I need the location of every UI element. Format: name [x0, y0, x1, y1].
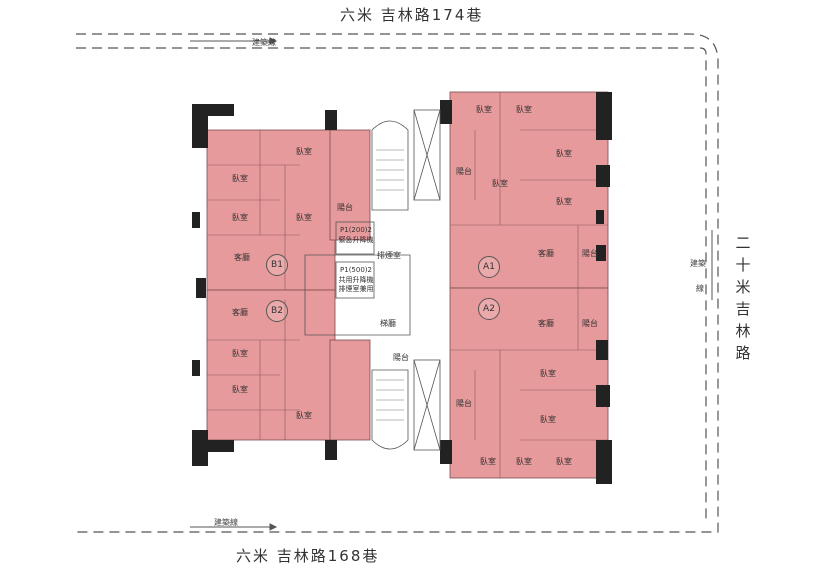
room-label: 臥室 — [556, 149, 572, 158]
setback-label-bottom: 建築線 — [214, 518, 238, 527]
unit-tag-a1: A1 — [478, 256, 500, 278]
street-label-right: 二十米吉林路 — [735, 234, 753, 362]
unit-tag-b2: B2 — [266, 300, 288, 322]
street-label-top: 六米 吉林路174巷 — [340, 6, 484, 24]
room-label: 臥室 — [296, 147, 312, 156]
room-label: 客廳 — [234, 253, 250, 262]
room-label: 臥室 — [492, 179, 508, 188]
room-label: 臥室 — [232, 174, 248, 183]
room-label: 臥室 — [296, 411, 312, 420]
room-label: 陽台 — [393, 353, 409, 362]
site-boundary — [76, 33, 719, 533]
unit-a2 — [449, 287, 609, 479]
room-label: 陽台 — [456, 167, 472, 176]
room-label: 臥室 — [516, 105, 532, 114]
room-label: 臥室 — [516, 457, 532, 466]
elevator-sub-2b: 排煙室兼用 — [338, 285, 374, 293]
room-label: 臥室 — [540, 415, 556, 424]
setback-arrows — [190, 37, 713, 531]
room-label: 臥室 — [556, 197, 572, 206]
room-label: 臥室 — [556, 457, 572, 466]
street-label-bottom: 六米 吉林路168巷 — [236, 547, 380, 565]
unit-a1 — [449, 91, 609, 289]
setback-label-top: 建築線 — [252, 38, 276, 47]
room-label: 陽台 — [337, 203, 353, 212]
elevator-label-1: P1(200)2 — [340, 226, 372, 234]
unit-tag-a2: A2 — [478, 298, 500, 320]
stair-treads — [376, 149, 404, 421]
columns — [192, 92, 612, 484]
room-label: 陽台 — [456, 399, 472, 408]
room-label: 梯廳 — [380, 319, 396, 328]
setback-label-right-1: 建築 — [690, 259, 706, 268]
room-label: 陽台 — [582, 319, 598, 328]
room-label: 臥室 — [480, 457, 496, 466]
elevator-label-2: P1(500)2 — [340, 266, 372, 274]
room-label: 陽台 — [582, 249, 598, 258]
room-label: 臥室 — [232, 385, 248, 394]
room-label: 臥室 — [540, 369, 556, 378]
unit-tag-b1: B1 — [266, 254, 288, 276]
room-label: 臥室 — [296, 213, 312, 222]
elevator-sub-2a: 共用升降機 — [338, 276, 374, 284]
room-label: 客廳 — [232, 308, 248, 317]
core — [304, 109, 441, 451]
room-label: 臥室 — [476, 105, 492, 114]
room-label: 臥室 — [232, 349, 248, 358]
setback-label-right-2: 線 — [696, 284, 704, 293]
elevator-sub-1: 緊急升降機 — [338, 236, 374, 244]
room-label: 客廳 — [538, 319, 554, 328]
room-label: 客廳 — [538, 249, 554, 258]
unit-b-core-2 — [329, 339, 371, 441]
partitions — [207, 92, 608, 478]
room-label: 臥室 — [232, 213, 248, 222]
room-label: 排煙室 — [377, 251, 401, 260]
